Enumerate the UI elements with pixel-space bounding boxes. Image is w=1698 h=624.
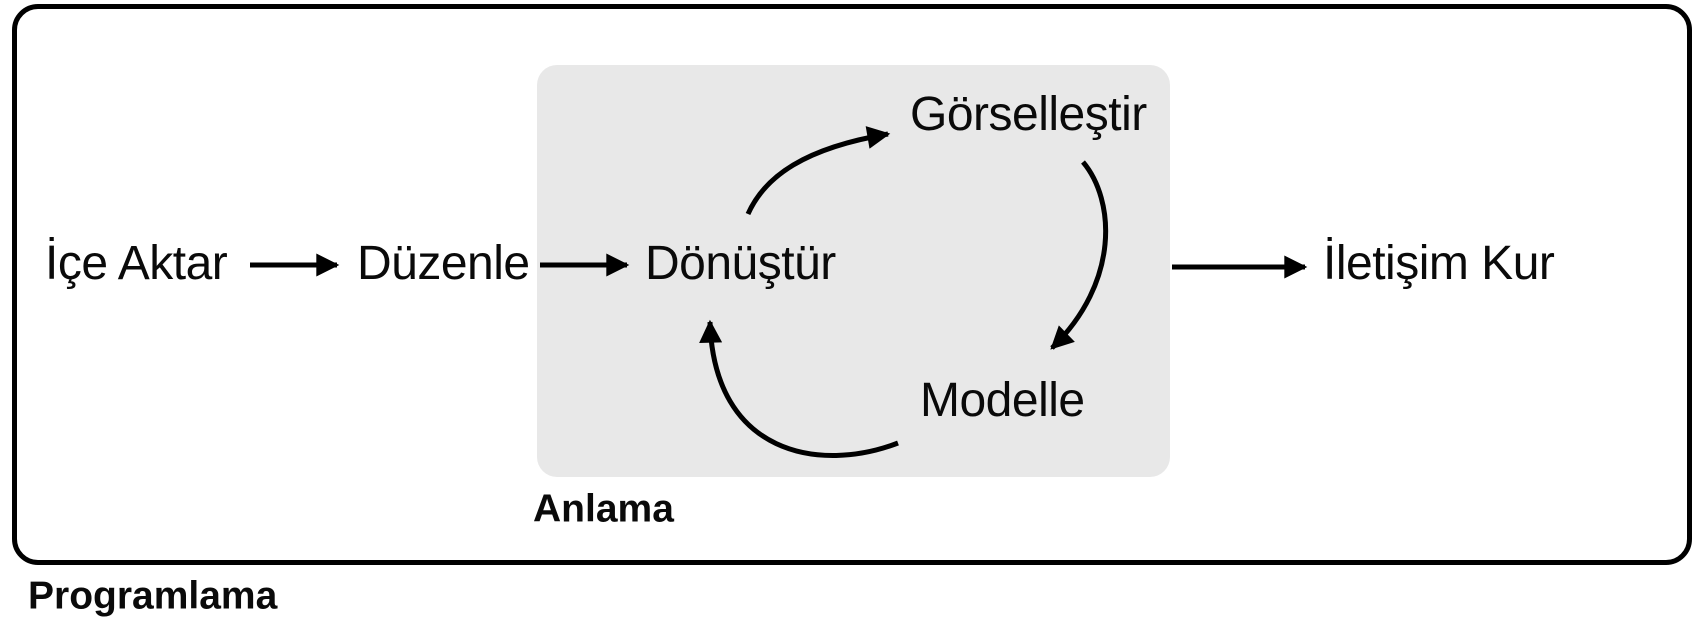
program-box	[12, 4, 1692, 565]
node-import: İçe Aktar	[45, 237, 228, 290]
node-tidy: Düzenle	[357, 237, 530, 290]
understand-box-label: Anlama	[533, 487, 674, 531]
node-model: Modelle	[920, 374, 1085, 427]
program-box-label: Programlama	[28, 574, 278, 618]
node-transform: Dönüştür	[645, 237, 836, 290]
node-visualise: Görselleştir	[910, 88, 1147, 141]
node-communicate: İletişim Kur	[1323, 237, 1555, 290]
